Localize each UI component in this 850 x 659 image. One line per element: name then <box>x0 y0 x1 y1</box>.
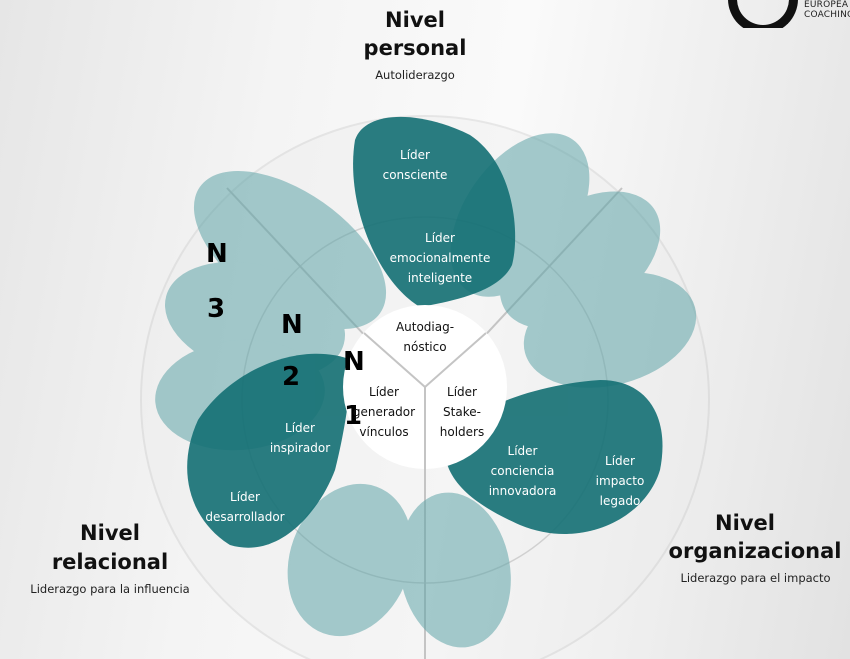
logo-text-2: COACHING <box>804 10 850 20</box>
petal-consciente-label: Líder consciente <box>360 145 470 185</box>
petal-inspirador-line2: inspirador <box>269 441 331 455</box>
level-personal-line1: Nivel <box>385 8 445 32</box>
petal-emocional-line3: inteligente <box>407 271 473 285</box>
level-personal-line2: personal <box>363 36 467 60</box>
petal-inspirador-line1: Líder <box>285 421 315 435</box>
level-relacional-subtitle: Liderazgo para la influencia <box>30 582 190 596</box>
ring-n1-letter: N <box>343 347 365 377</box>
logo-text-1: EUROPEA <box>804 0 849 10</box>
petal-light <box>193 171 387 329</box>
petal-emocional-line1: Líder <box>425 231 455 245</box>
petal-conciencia-line3: innovadora <box>488 484 557 498</box>
petal-desarrollador-line2: desarrollador <box>205 510 285 524</box>
core-left-line3: vínculos <box>359 425 409 439</box>
petal-desarrollador-label: Líder desarrollador <box>190 487 300 527</box>
ring-n1-number: 1 <box>344 401 363 431</box>
petal-impacto-line3: legado <box>599 494 641 508</box>
petal-emocional-label: Líder emocionalmente inteligente <box>375 228 505 288</box>
core-top-line1: Autodiag- <box>395 320 455 334</box>
level-relacional-line2: relacional <box>51 550 169 574</box>
core-stakeholders-label: Líder Stake- holders <box>432 382 492 442</box>
core-left-line1: Líder <box>369 385 399 399</box>
level-personal-subtitle: Autoliderazgo <box>375 68 455 82</box>
petal-emocional-line2: emocionalmente <box>389 251 491 265</box>
level-organizacional-subtitle: Liderazgo para el impacto <box>680 571 831 585</box>
petal-dark-personal <box>353 116 516 307</box>
core-autodiagnostico-label: Autodiag- nóstico <box>380 317 470 357</box>
core-left-line2: generador <box>352 405 416 419</box>
core-divider-left <box>363 332 426 388</box>
petal-consciente-line1: Líder <box>400 148 430 162</box>
petal-light <box>399 492 511 648</box>
core-right-line3: holders <box>439 425 485 439</box>
core-generador-label: Líder generador vínculos <box>352 382 416 442</box>
ring-n2-letter: N <box>281 310 303 340</box>
logo-ring-icon <box>728 0 798 28</box>
level-organizacional-line2: organizacional <box>668 539 842 563</box>
petal-impacto-line2: impacto <box>595 474 645 488</box>
core-divider-right <box>424 332 487 388</box>
petal-light <box>523 272 697 388</box>
petal-conciencia-line1: Líder <box>507 444 538 458</box>
petal-desarrollador-line1: Líder <box>230 490 260 504</box>
core-top-line2: nóstico <box>403 340 447 354</box>
petal-light <box>287 483 413 637</box>
brand-logo: EUROPEA COACHING <box>720 0 850 28</box>
level-relacional-line1: Nivel <box>80 521 140 545</box>
petal-impacto-line1: Líder <box>605 454 635 468</box>
petal-consciente-line2: consciente <box>382 168 448 182</box>
petal-dark-relacional <box>187 353 352 548</box>
level-organizacional-line1: Nivel <box>715 511 775 535</box>
petal-impacto-label: Líder impacto legado <box>590 451 650 511</box>
ring-n3-letter: N <box>206 239 228 269</box>
ring-n3-number: 3 <box>207 294 226 324</box>
core-right-line1: Líder <box>447 385 477 399</box>
core-right-line2: Stake- <box>443 405 481 419</box>
ring-n2-number: 2 <box>282 362 301 392</box>
petal-conciencia-line2: conciencia <box>490 464 555 478</box>
petal-conciencia-label: Líder conciencia innovadora <box>470 441 575 501</box>
petal-inspirador-label: Líder inspirador <box>255 418 345 458</box>
